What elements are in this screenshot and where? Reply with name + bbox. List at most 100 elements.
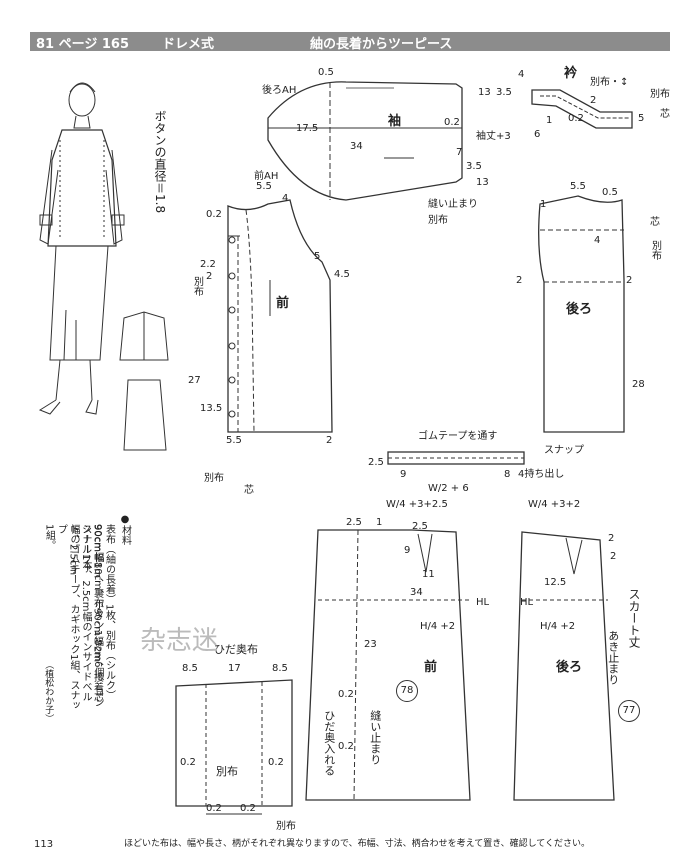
style-name: ドレメ式 (162, 37, 215, 52)
materials-credit: （植松わか子） (43, 660, 54, 723)
sleeve-sew-stop: 縫い止まり (428, 199, 478, 210)
skirt-front-pattern (305, 529, 471, 801)
skirt-d11: 11 (422, 569, 435, 580)
pleat-bekkin: 別布 (216, 765, 238, 778)
back-d2a: 2 (516, 275, 523, 286)
waistband-pattern (387, 451, 525, 465)
sleeve-d34: 34 (350, 141, 363, 152)
page-header: 81 ページ 165 ドレメ式 紬の長着からツーピース (30, 32, 670, 52)
button-note: ボタンの直径＝1.8 (153, 110, 167, 214)
sleeve-d13a: 13 (478, 87, 491, 98)
materials-line-5: 1組。 (43, 524, 55, 551)
pleat-back-label: ひだ奥布 (214, 643, 258, 656)
skirt-hl-back: HL (520, 597, 534, 608)
back-d05: 0.5 (602, 187, 618, 198)
skirt-d2b: 2 (610, 551, 617, 562)
front-d27: 27 (188, 375, 201, 386)
back-d1: 1 (540, 199, 547, 210)
pleat-d17: 17 (228, 663, 241, 674)
materials-line-1: 90cm幅1m、裏布90cm幅2m、接着芯 (91, 524, 103, 703)
skirt-d125: 12.5 (544, 577, 567, 588)
skirt-hl-front: HL (476, 597, 490, 608)
skirt-h-front: H/4 +2 (420, 621, 456, 632)
page-ref: 81 ページ 165 (36, 37, 130, 52)
sleeve-d35: 3.5 (466, 161, 482, 172)
skirt-front-label: 前 (424, 660, 438, 675)
pleat-d02b: 0.2 (268, 757, 284, 768)
collar-pattern (531, 89, 633, 129)
skirt-d1: 1 (376, 517, 383, 528)
skirt-len: スカート丈 (627, 588, 641, 648)
skirt-d34: 34 (410, 587, 423, 598)
collar-d1: 1 (546, 115, 553, 126)
front-bodice-pattern (227, 199, 333, 433)
waistband-d8: 8 (504, 469, 511, 480)
back-d2b: 2 (626, 275, 633, 286)
pleat-back-pattern (175, 679, 293, 815)
waistband-w-formula: W/2 + 6 (428, 483, 469, 494)
sleeve-pattern (267, 81, 463, 201)
sleeve-d02: 0.2 (444, 117, 460, 128)
front-bekkin: 別布 (191, 276, 203, 296)
back-bodice-pattern (538, 195, 625, 433)
sleeve-bekkin: 別布 (428, 215, 448, 226)
skirt-pleat-stop: 縫い止まり (368, 710, 382, 765)
collar-d4: 4 (518, 69, 525, 80)
skirt-zipper: あき止まり (606, 630, 620, 685)
back-d55: 5.5 (570, 181, 586, 192)
front-d55b: 5.5 (226, 435, 242, 446)
materials-line-2: 90cm幅80cm、ボタン1.8cm6個、コンシールファ (79, 524, 104, 708)
illustration-figure (38, 82, 169, 451)
sleeve-back-ah: 後ろAH (262, 85, 297, 96)
pleat-bekkin2: 別布 (276, 821, 296, 832)
materials-line-4: 幅のゴムテープ、カギホック1組、スナップ (55, 524, 80, 711)
skirt-d02a: 0.2 (338, 689, 354, 700)
sleeve-d05: 0.5 (318, 67, 334, 78)
back-shin: 芯 (650, 217, 660, 228)
back-label: 後ろ (566, 302, 593, 317)
watermark: 杂志迷 (140, 626, 219, 656)
back-d4: 4 (594, 235, 601, 246)
waistband-d25: 2.5 (368, 457, 384, 468)
footer-note: ほどいた布は、幅や長さ、柄がそれぞれ異なりますので、布幅、寸法、柄合わせを考えて… (124, 839, 591, 849)
skirt-d25b: 2.5 (412, 521, 428, 532)
waistband-snap: スナップ (544, 445, 584, 456)
sleeve-d7: 7 (456, 147, 463, 158)
waistband-extension: 4持ち出し (518, 469, 565, 480)
sleeve-front-ah: 前AH (254, 171, 279, 182)
collar-d5: 5 (638, 113, 645, 124)
front-d55a: 5.5 (256, 181, 272, 192)
waistband-elastic: ゴムテープを通す (418, 431, 498, 442)
skirt-d25a: 2.5 (346, 517, 362, 528)
front-d02: 0.2 (206, 209, 222, 220)
pleat-d02d: 0.2 (240, 803, 256, 814)
sleeve-label: 袖 (388, 114, 402, 129)
collar-d6: 6 (534, 129, 541, 140)
sleeve-d13b: 13 (476, 177, 489, 188)
skirt-back-label: 後ろ (556, 660, 583, 675)
front-d22: 2.2 (200, 259, 216, 270)
skirt-front-len: 78 (396, 680, 418, 702)
pleat-d85b: 8.5 (272, 663, 288, 674)
materials-line-3: スナー1本、2.5cm幅のインサイドベルト、2.5cm (67, 524, 92, 702)
collar-bekkin-sym: 別布・↕ (590, 77, 629, 88)
front-d2a: 2 (206, 271, 213, 282)
skirt-d2: 2 (608, 533, 615, 544)
collar-d2: 2 (590, 95, 597, 106)
front-d135: 13.5 (200, 403, 223, 414)
skirt-d9: 9 (404, 545, 411, 556)
front-d2b: 2 (326, 435, 333, 446)
skirt-w-front: W/4 +3+2.5 (386, 499, 448, 510)
skirt-len-num: 77 (618, 700, 640, 722)
materials-title: ●材料 (119, 514, 131, 545)
collar-d02: 0.2 (568, 113, 584, 124)
pleat-d85a: 8.5 (182, 663, 198, 674)
collar-d35: 3.5 (496, 87, 512, 98)
page-number: 113 (34, 839, 54, 850)
skirt-w-back: W/4 +3+2 (528, 499, 581, 510)
page-title: 紬の長着からツーピース (310, 37, 453, 52)
materials-line-0: 表布（紬の長着）1枚、別布（シルク） (103, 524, 115, 701)
pleat-d02a: 0.2 (180, 757, 196, 768)
front-d4: 4 (282, 193, 289, 204)
